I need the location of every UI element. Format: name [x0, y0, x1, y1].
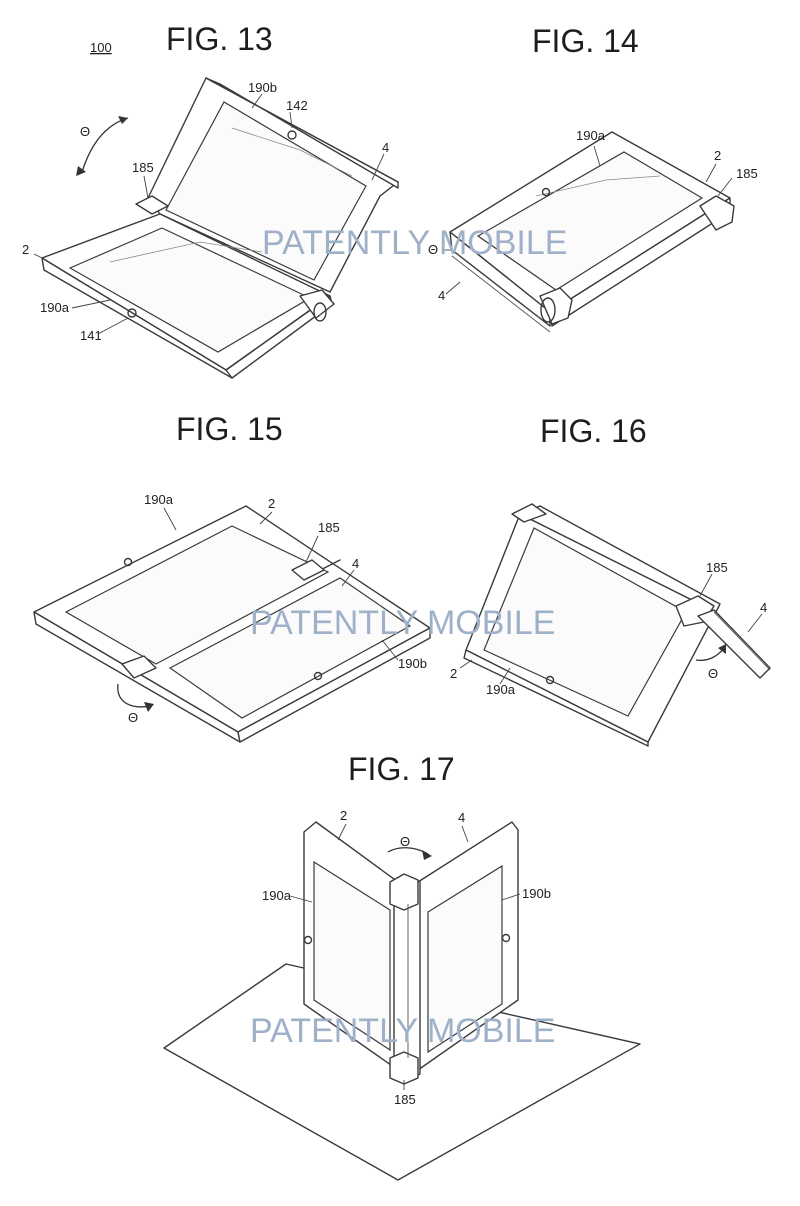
fig14-theta-label: Θ: [428, 242, 438, 257]
fig14-label-190a: 190a: [576, 128, 606, 143]
reference-labels: Θ 190b 142 4 185 2 190a 141 190a 2 185 Θ…: [22, 80, 767, 1107]
fig17-label-4: 4: [458, 810, 465, 825]
sheet-number: 100: [90, 40, 112, 55]
fig13-device: [41, 77, 399, 379]
fig15-title: FIG. 15: [176, 411, 283, 447]
fig16-label-4: 4: [760, 600, 767, 615]
fig15-label-4: 4: [352, 556, 359, 571]
fig15-label-2: 2: [268, 496, 275, 511]
fig16-label-2: 2: [450, 666, 457, 681]
fig14-label-2: 2: [714, 148, 721, 163]
watermark-middle: PATENTLY MOBILE: [250, 604, 555, 642]
fig14-label-185: 185: [736, 166, 758, 181]
fig13-label-142: 142: [286, 98, 308, 113]
fig16-label-190a: 190a: [486, 682, 516, 697]
fig15-theta-label: Θ: [128, 710, 138, 725]
fig17-label-2: 2: [340, 808, 347, 823]
fig16-theta-label: Θ: [708, 666, 718, 681]
leader-lines: [33, 93, 763, 1090]
fig13-title: FIG. 13: [166, 21, 273, 57]
fig16-title: FIG. 16: [540, 413, 647, 449]
fig14-label-4: 4: [438, 288, 445, 303]
fig15-label-185: 185: [318, 520, 340, 535]
fig13-label-141: 141: [80, 328, 102, 343]
watermark-top: PATENTLY MOBILE: [262, 224, 567, 262]
fig13-label-2: 2: [22, 242, 29, 257]
fig17-device: [163, 821, 641, 1181]
fig15-label-190b: 190b: [398, 656, 427, 671]
watermark-bottom: PATENTLY MOBILE: [250, 1012, 555, 1050]
fig17-theta-label: Θ: [400, 834, 410, 849]
fig14-device: [449, 131, 735, 333]
fig17-label-190b: 190b: [522, 886, 551, 901]
fig15-label-190a: 190a: [144, 492, 174, 507]
fig13-label-190a: 190a: [40, 300, 70, 315]
fig17-label-185: 185: [394, 1092, 416, 1107]
fig16-label-185: 185: [706, 560, 728, 575]
fig14-title: FIG. 14: [532, 23, 639, 59]
fig13-label-185: 185: [132, 160, 154, 175]
fig16-device: [463, 503, 771, 747]
fig13-label-190b: 190b: [248, 80, 277, 95]
fig13-theta-label: Θ: [80, 124, 90, 139]
fig13-label-4: 4: [382, 140, 389, 155]
fig17-label-190a: 190a: [262, 888, 292, 903]
fig17-title: FIG. 17: [348, 751, 455, 787]
fig15-device: [33, 505, 431, 743]
